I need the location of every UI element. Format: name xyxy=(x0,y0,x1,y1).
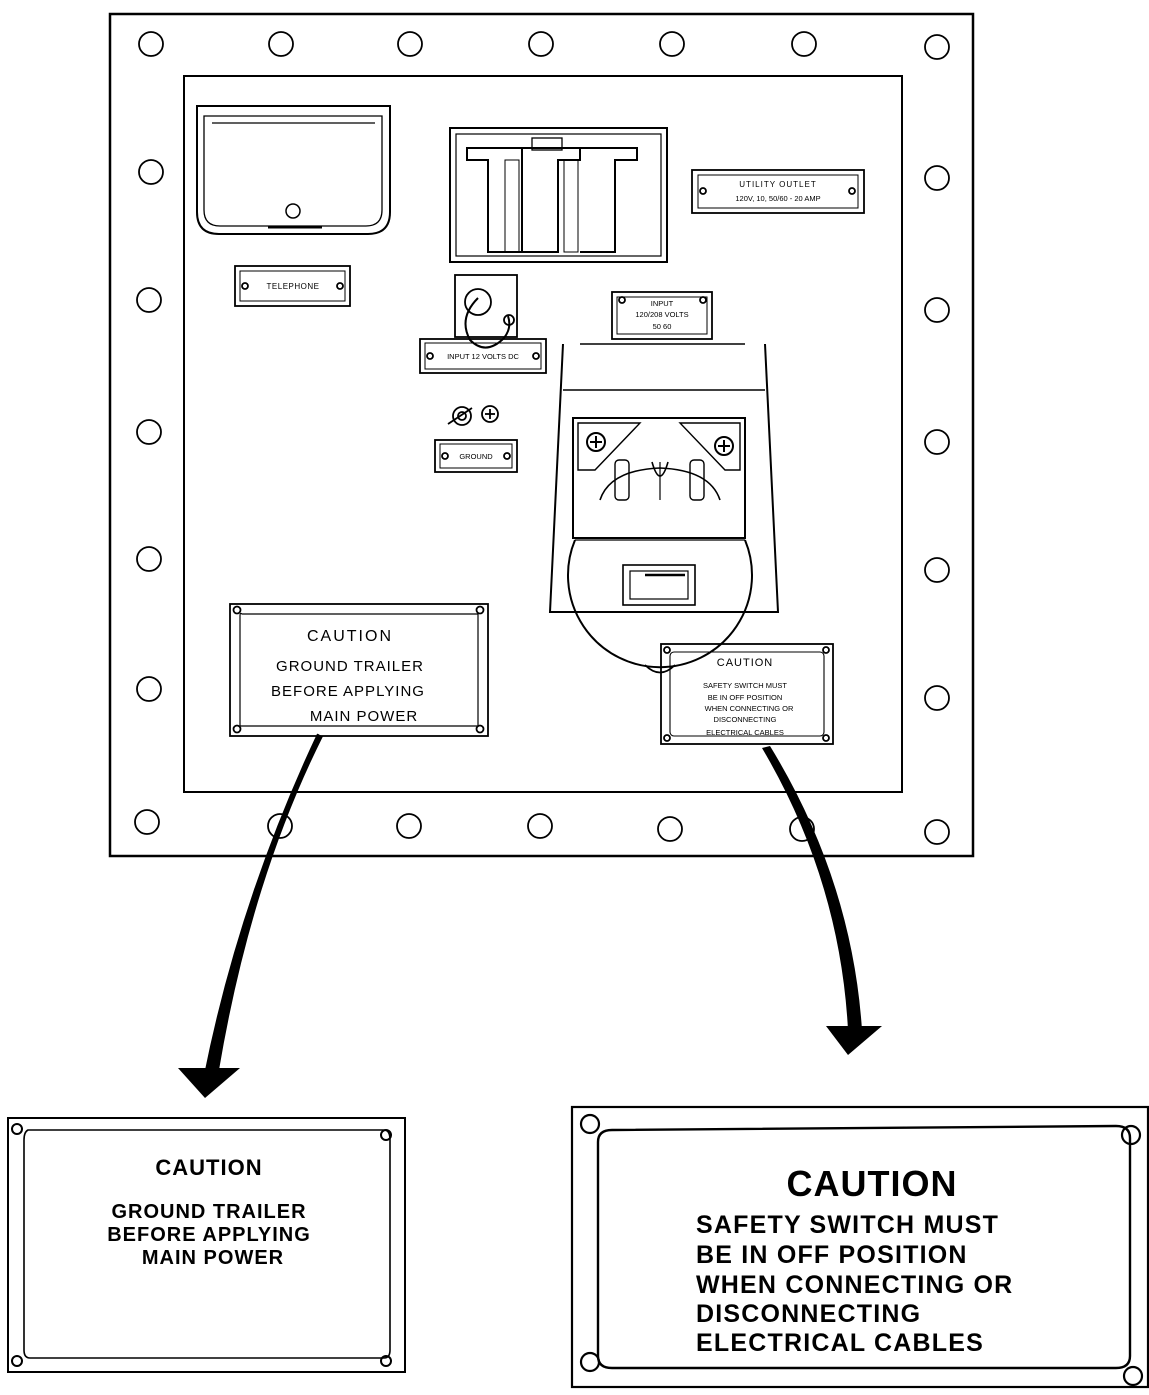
utility-outlet-plate xyxy=(691,169,865,214)
safety-caution-line: DISCONNECTING xyxy=(714,715,777,724)
bolt-holes xyxy=(134,31,950,845)
bolt-hole xyxy=(924,819,950,845)
ground-caution-line: GROUND TRAILER xyxy=(276,658,424,675)
bolt-hole xyxy=(527,813,553,839)
input-receptacle-box xyxy=(449,127,668,263)
bolt-hole xyxy=(396,813,422,839)
detail-ground-line: GROUND TRAILER xyxy=(111,1201,306,1223)
bolt-hole xyxy=(791,31,817,57)
ground-stud xyxy=(447,405,499,426)
ground-plate xyxy=(434,439,518,473)
bolt-hole xyxy=(136,419,162,445)
safety-caution-line: ELECTRICAL CABLES xyxy=(706,728,784,737)
telephone-enclosure xyxy=(196,105,391,235)
detail-safety-line: DISCONNECTING xyxy=(696,1300,921,1328)
input-ac-title: INPUT xyxy=(651,299,674,308)
bolt-hole xyxy=(657,816,683,842)
input-ac-plate xyxy=(611,291,713,340)
ground-caution-line: MAIN POWER xyxy=(310,708,418,725)
detail-safety-heading: CAUTION xyxy=(787,1163,958,1204)
input-ac-volts: 120/208 VOLTS xyxy=(635,310,688,319)
safety-caution-heading: CAUTION xyxy=(717,657,774,669)
detail-safety-line: SAFETY SWITCH MUST xyxy=(696,1211,999,1239)
ground-caution-plate xyxy=(229,603,489,737)
ground-label: GROUND xyxy=(459,452,493,461)
input-dc-label: INPUT 12 VOLTS DC xyxy=(447,352,519,361)
bolt-hole xyxy=(924,429,950,455)
detail-safety-line: ELECTRICAL CABLES xyxy=(696,1329,984,1357)
ground-caution-line: BEFORE APPLYING xyxy=(271,683,425,700)
utility-outlet-rating: 120V, 10, 50/60 - 20 AMP xyxy=(735,194,820,203)
safety-caution-line: BE IN OFF POSITION xyxy=(708,693,783,702)
bolt-hole xyxy=(528,31,554,57)
callout-arrow-left xyxy=(178,733,323,1098)
detail-safety-line: BE IN OFF POSITION xyxy=(696,1241,968,1269)
safety-caution-line: WHEN CONNECTING OR xyxy=(705,704,794,713)
bolt-hole xyxy=(136,676,162,702)
bolt-hole xyxy=(924,557,950,583)
dc-receptacle xyxy=(454,274,518,349)
bolt-hole xyxy=(924,297,950,323)
main-power-receptacle xyxy=(548,343,780,674)
telephone-label: TELEPHONE xyxy=(267,282,320,291)
bolt-hole xyxy=(659,31,685,57)
detail-ground-heading: CAUTION xyxy=(155,1155,262,1180)
bolt-hole xyxy=(397,31,423,57)
bolt-hole xyxy=(138,159,164,185)
safety-caution-plate xyxy=(660,643,834,745)
detail-safety-line: WHEN CONNECTING OR xyxy=(696,1271,1013,1299)
utility-outlet-title: UTILITY OUTLET xyxy=(739,180,816,189)
input-ac-freq: 50 60 xyxy=(653,322,672,331)
outer-plate xyxy=(108,12,975,858)
bolt-hole xyxy=(136,546,162,572)
inner-panel xyxy=(183,75,903,793)
ground-caution-heading: CAUTION xyxy=(307,628,393,645)
bolt-hole xyxy=(924,685,950,711)
detail-safety-caution-plate xyxy=(570,1105,1149,1389)
input-dc-plate xyxy=(419,338,547,374)
bolt-hole xyxy=(267,813,293,839)
bolt-hole xyxy=(134,809,160,835)
callout-arrow-right xyxy=(762,746,882,1055)
bolt-hole xyxy=(924,34,950,60)
safety-caution-line: SAFETY SWITCH MUST xyxy=(703,681,787,690)
bolt-hole xyxy=(136,287,162,313)
telephone-plate xyxy=(234,265,351,307)
bolt-hole xyxy=(138,31,164,57)
detail-ground-line: MAIN POWER xyxy=(142,1247,284,1269)
detail-ground-caution-plate xyxy=(7,1117,406,1373)
bolt-hole xyxy=(268,31,294,57)
detail-ground-line: BEFORE APPLYING xyxy=(107,1224,311,1246)
bolt-hole xyxy=(924,165,950,191)
